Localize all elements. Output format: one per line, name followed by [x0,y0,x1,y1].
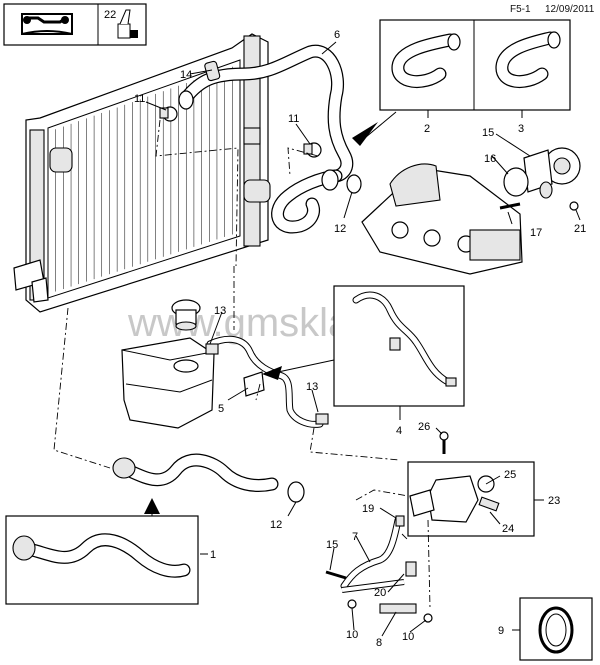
tank-cap [171,299,201,331]
callout-12-upper: 12 [334,223,346,235]
callout-10-left: 10 [346,629,358,641]
bolt-26 [439,431,449,454]
pointer-arrow-tank-hose [262,366,282,380]
hose-clamp-11-left [159,106,178,122]
engine-block [361,163,523,275]
hose-variants-box [379,19,571,111]
tool-number: 22 [104,9,116,21]
callout-1: 1 [210,549,216,561]
hose-clamp-13-lower [315,413,329,425]
lower-radiator-hose [112,453,279,492]
coolant-expansion-tank [121,337,215,429]
callout-24: 24 [502,523,514,535]
callout-8: 8 [376,637,382,649]
callout-16: 19 [362,503,374,515]
pointer-arrow-lower-hose [144,498,160,514]
callout-labels: 6 14 11 11 2 3 15 16 12 17 21 13 5 13 4 … [134,29,586,649]
callout-17: 20 [374,587,386,599]
page-code: F5-1 [510,4,531,15]
callout-20: 17 [530,227,542,239]
callout-2: 2 [424,123,430,135]
engine-outlet-hose [271,169,343,234]
callout-13-upper: 13 [214,305,226,317]
callout-7: 7 [352,531,358,543]
seal-ring-box [519,597,593,661]
hose-clamp-5 [243,371,265,397]
callout-25: 25 [504,469,516,481]
bolt-15 [325,570,347,580]
hose-variant-2 [391,33,461,89]
hose-clamp-13-upper [205,343,219,355]
hose-clamp-11-right [303,142,322,158]
tool-info-box: 22 [3,3,147,46]
callout-18: 15 [482,127,494,139]
hose-variant-3 [495,31,561,89]
callout-14: 14 [180,69,192,81]
callout-5: 5 [218,403,224,415]
tank-return-hose [206,335,324,428]
callout-15: 15 [326,539,338,551]
callout-23: 23 [548,495,560,507]
diagram-date: 12/09/2011 [545,4,595,15]
heater-pipe-assembly [340,515,433,623]
reference-lines [53,119,431,609]
radiator [13,33,271,313]
callout-26: 26 [418,421,430,433]
bolt-21 [569,201,579,211]
callout-9: 9 [498,625,504,637]
wrench-book-icon [21,13,73,35]
callout-4: 4 [396,425,402,437]
bracket-17 [405,561,417,577]
callout-11-right: 11 [288,113,299,125]
callout-10-right: 10 [402,631,414,643]
leader-lines [145,41,581,637]
callout-6: 6 [334,29,340,41]
callout-21: 21 [574,223,586,235]
callout-12-lower: 12 [270,519,282,531]
callout-11-left: 11 [134,93,145,105]
pointer-arrow-engine [352,122,378,146]
bolt-20 [499,202,521,210]
hose-clamp-12-lower [287,481,305,503]
upper-radiator-hose [178,44,354,183]
sealant-tube-icon [117,9,138,39]
thermostat-housing-box [407,461,535,537]
callout-19: 16 [484,153,496,165]
callout-13-lower: 13 [306,381,318,393]
water-pump [503,147,581,199]
callout-3: 3 [518,123,524,135]
lower-hose-detail-box [5,515,199,605]
hose-clamp-12-upper [346,174,362,194]
tank-hose-detail-box [333,285,465,407]
